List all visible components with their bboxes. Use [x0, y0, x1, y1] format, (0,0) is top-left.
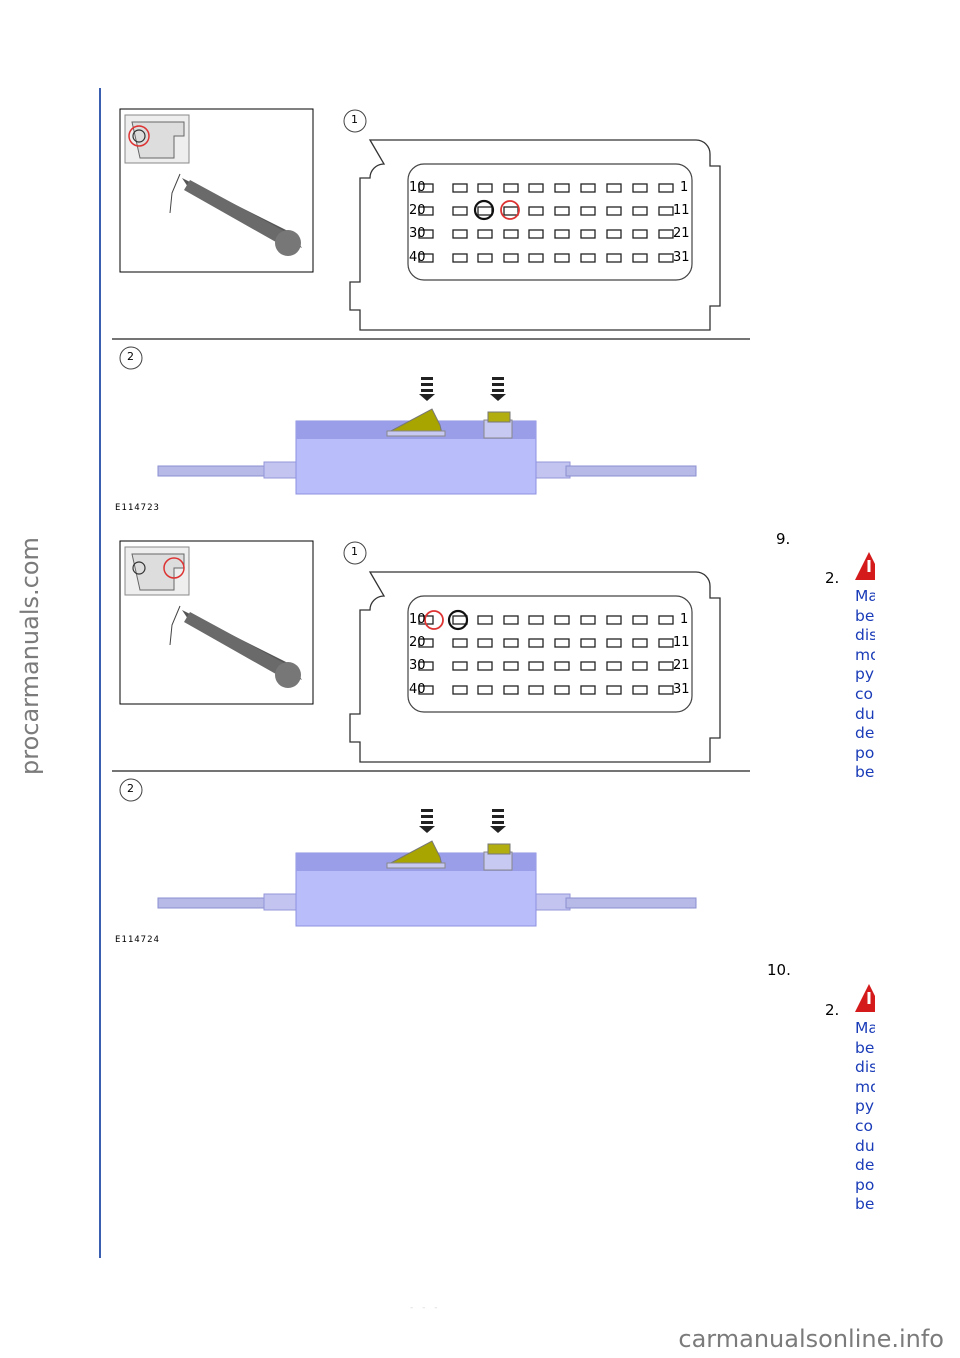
cable-right — [565, 897, 697, 909]
warning-icon — [855, 551, 875, 581]
warning-line: be — [855, 1195, 875, 1214]
figure-id: E114724 — [115, 935, 160, 945]
highlight-black — [447, 609, 469, 631]
callout-circle — [343, 541, 367, 565]
warning-line: de — [855, 724, 875, 743]
pin-row-left-label: 20 — [409, 635, 426, 650]
warning-line: be — [855, 763, 875, 782]
highlight-black — [473, 199, 495, 221]
warning-line: Ma — [855, 587, 875, 605]
warning-line: mo — [855, 1077, 875, 1096]
connector-diagram — [112, 540, 750, 927]
warning-icon — [855, 983, 875, 1013]
probe-icon — [169, 173, 302, 256]
bottom-watermark: carmanualsonline.info — [678, 1325, 944, 1353]
warning-line: py — [855, 665, 875, 684]
sub-step-number: 2. — [825, 569, 840, 587]
step-number: 9. — [776, 530, 791, 548]
connector-housing — [349, 139, 721, 331]
warning-line: co — [855, 1116, 874, 1135]
pin-row-left-label: 10 — [409, 180, 426, 195]
lock-tab — [487, 843, 511, 855]
warning-line: be — [855, 606, 875, 625]
warning-line: be — [855, 1038, 875, 1057]
warning-line: du — [855, 1136, 875, 1155]
connector-face — [407, 163, 693, 281]
connector-diagram — [112, 108, 750, 495]
pin-row-right-label: 11 — [673, 635, 690, 650]
callout-circle — [343, 109, 367, 133]
warning-line: po — [855, 1175, 875, 1194]
figure-e114724: 1 2 10 1 20 11 30 21 40 31 E114724 — [112, 530, 752, 960]
callout-2: 2 — [127, 350, 134, 363]
arrow-down-icon — [419, 377, 506, 401]
pin-row-left-label: 40 — [409, 250, 426, 265]
step-number: 10. — [767, 961, 791, 979]
callout-2: 2 — [127, 782, 134, 795]
margin-rule — [99, 88, 101, 1258]
footer-text: - - - — [410, 1303, 441, 1313]
warning-line: Ma — [855, 1019, 875, 1037]
highlight-red — [500, 200, 520, 220]
pin-row-right-label: 11 — [673, 203, 690, 218]
connector-thumbnail-icon — [124, 114, 190, 164]
pin-row-right-label: 31 — [673, 250, 690, 265]
sub-step-number: 2. — [825, 1001, 840, 1019]
pin-row-right-label: 21 — [673, 658, 690, 673]
pin-row-right-label: 31 — [673, 682, 690, 697]
highlight-red — [424, 610, 444, 630]
pin-row-left-label: 10 — [409, 612, 426, 627]
figure-id: E114723 — [115, 503, 160, 513]
pin-row-right-label: 21 — [673, 226, 690, 241]
probe-icon — [169, 605, 302, 688]
warning-line: dis — [855, 1058, 875, 1077]
callout-1: 1 — [351, 545, 358, 558]
warning-line: de — [855, 1156, 875, 1175]
pin-row-left-label: 30 — [409, 226, 426, 241]
figure-e114723: 1 2 10 1 20 11 30 21 40 31 E114723 — [112, 98, 752, 528]
cable-right — [565, 465, 697, 477]
lock-tab — [487, 411, 511, 423]
pin-row-right-label: 1 — [680, 180, 689, 195]
pin-row-left-label: 40 — [409, 682, 426, 697]
pin-row-left-label: 30 — [409, 658, 426, 673]
arrow-down-icon — [419, 809, 506, 833]
pin-row-left-label: 20 — [409, 203, 426, 218]
warning-line: mo — [855, 645, 875, 664]
callout-1: 1 — [351, 113, 358, 126]
warning-line: du — [855, 704, 875, 723]
warning-line: po — [855, 743, 875, 762]
pin-row-right-label: 1 — [680, 612, 689, 627]
connector-thumbnail-icon — [124, 546, 190, 596]
warning-line: dis — [855, 626, 875, 645]
side-watermark: procarmanuals.com — [16, 537, 44, 775]
connector-housing — [349, 571, 721, 763]
connector-face — [407, 595, 693, 713]
warning-line: co — [855, 684, 874, 703]
warning-line: py — [855, 1097, 875, 1116]
